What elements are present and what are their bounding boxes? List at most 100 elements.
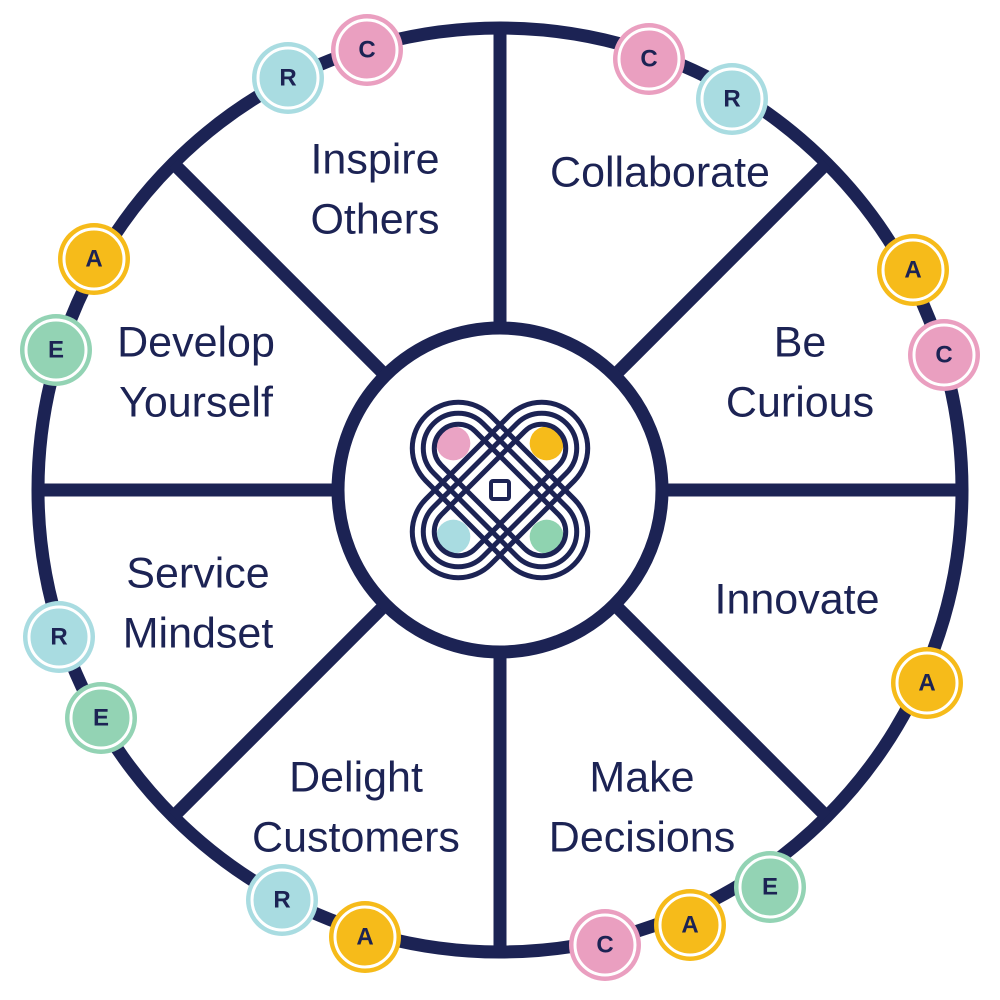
badge-outer-disc — [252, 42, 324, 114]
badge-inner-ring — [912, 323, 976, 387]
segment-label-make-decisions-line-2: Decisions — [549, 813, 735, 861]
logo-loop-b-3 — [431, 421, 569, 559]
segment-label-service-mindset-line-2: Mindset — [123, 609, 274, 657]
logo-teal-quarter — [436, 519, 471, 554]
badge-outer-disc — [654, 889, 726, 961]
segment-label-develop-yourself-line-1: Develop — [117, 318, 275, 366]
badge-e-16: E — [65, 682, 137, 754]
badge-outer-disc — [20, 314, 92, 386]
badge-letter: C — [640, 45, 657, 72]
badge-c-2: C — [331, 14, 403, 86]
badge-inner-ring — [335, 18, 399, 82]
badge-inner-ring — [617, 27, 681, 91]
badge-inner-ring — [881, 238, 945, 302]
interlocking-loops-logo-icon — [409, 399, 591, 581]
badge-outer-disc — [696, 63, 768, 135]
badge-a-7: A — [891, 647, 963, 719]
badge-letter: C — [358, 36, 375, 63]
logo-loop-b-1 — [409, 399, 591, 581]
segment-label-be-curious-line-2: Curious — [726, 378, 874, 426]
badge-inner-ring — [573, 913, 637, 977]
badge-outer-disc — [331, 14, 403, 86]
badge-letter: R — [273, 886, 290, 913]
letter-badges: R C C R A C A E A C A R E R A E — [20, 14, 980, 981]
badge-outer-disc — [613, 23, 685, 95]
badge-r-14: R — [23, 601, 95, 673]
segment-label-innovate-line-1: Innovate — [715, 575, 880, 623]
badge-letter: R — [723, 85, 740, 112]
logo-pink-quarter — [436, 426, 471, 461]
badge-e-8: E — [20, 314, 92, 386]
badge-letter: R — [279, 64, 296, 91]
badge-e-13: E — [734, 851, 806, 923]
badge-outer-disc — [908, 319, 980, 391]
segment-label-service-mindset-line-1: Service — [126, 549, 269, 597]
badge-inner-ring — [69, 686, 133, 750]
badge-letter: A — [681, 911, 698, 938]
badge-outer-disc — [877, 234, 949, 306]
badge-inner-ring — [738, 855, 802, 919]
segment-label-be-curious-line-1: Be — [774, 318, 827, 366]
logo-green-quarter — [529, 519, 564, 554]
badge-outer-disc — [58, 223, 130, 295]
badge-a-11: A — [654, 889, 726, 961]
segment-label-delight-customers-line-2: Customers — [252, 813, 460, 861]
badge-outer-disc — [65, 682, 137, 754]
badge-inner-ring — [658, 893, 722, 957]
badge-letter: C — [935, 341, 952, 368]
badge-inner-ring — [250, 868, 314, 932]
badge-letter: A — [85, 245, 102, 272]
badge-outer-disc — [23, 601, 95, 673]
badge-r-12: R — [246, 864, 318, 936]
logo-loop-a-3 — [431, 421, 569, 559]
segment-label-make-decisions-line-1: Make — [589, 753, 694, 801]
badge-c-10: C — [569, 909, 641, 981]
spoke-8 — [168, 158, 391, 381]
badge-outer-disc — [329, 901, 401, 973]
segment-label-inspire-others-line-2: Others — [310, 195, 439, 243]
badge-outer-disc — [246, 864, 318, 936]
center-hub — [331, 321, 669, 659]
badge-inner-ring — [895, 651, 959, 715]
badge-r-4: R — [696, 63, 768, 135]
segment-label-develop-yourself-line-2: Yourself — [119, 378, 274, 426]
spoke-2 — [609, 158, 832, 381]
badge-letter: A — [918, 669, 935, 696]
badge-a-5: A — [877, 234, 949, 306]
badge-letter: E — [93, 704, 109, 731]
wheel-structure — [31, 21, 969, 959]
badge-a-9: A — [58, 223, 130, 295]
badge-letter: E — [762, 873, 778, 900]
badge-inner-ring — [256, 46, 320, 110]
segment-label-collaborate-line-1: Collaborate — [550, 148, 770, 196]
segment-label-delight-customers-line-1: Delight — [289, 753, 423, 801]
logo-loop-a-2 — [420, 410, 580, 570]
spoke-6 — [168, 599, 391, 822]
logo-loop-a-1 — [409, 399, 591, 581]
badge-inner-ring — [27, 605, 91, 669]
badge-letter: E — [48, 336, 64, 363]
badge-letter: C — [596, 931, 613, 958]
spoke-4 — [609, 599, 832, 822]
logo-yellow-quarter — [529, 426, 564, 461]
badge-inner-ring — [333, 905, 397, 969]
badge-a-15: A — [329, 901, 401, 973]
badge-outer-disc — [569, 909, 641, 981]
badge-inner-ring — [62, 227, 126, 291]
logo-center-square — [489, 479, 511, 501]
badge-r-1: R — [252, 42, 324, 114]
badge-outer-disc — [734, 851, 806, 923]
badge-letter: R — [50, 623, 67, 650]
badge-inner-ring — [24, 318, 88, 382]
badge-inner-ring — [700, 67, 764, 131]
badge-c-3: C — [613, 23, 685, 95]
segment-label-inspire-others-line-1: Inspire — [310, 135, 439, 183]
badge-outer-disc — [891, 647, 963, 719]
logo-loop-b-2 — [420, 410, 580, 570]
badge-c-6: C — [908, 319, 980, 391]
badge-letter: A — [904, 256, 921, 283]
badge-letter: A — [356, 923, 373, 950]
